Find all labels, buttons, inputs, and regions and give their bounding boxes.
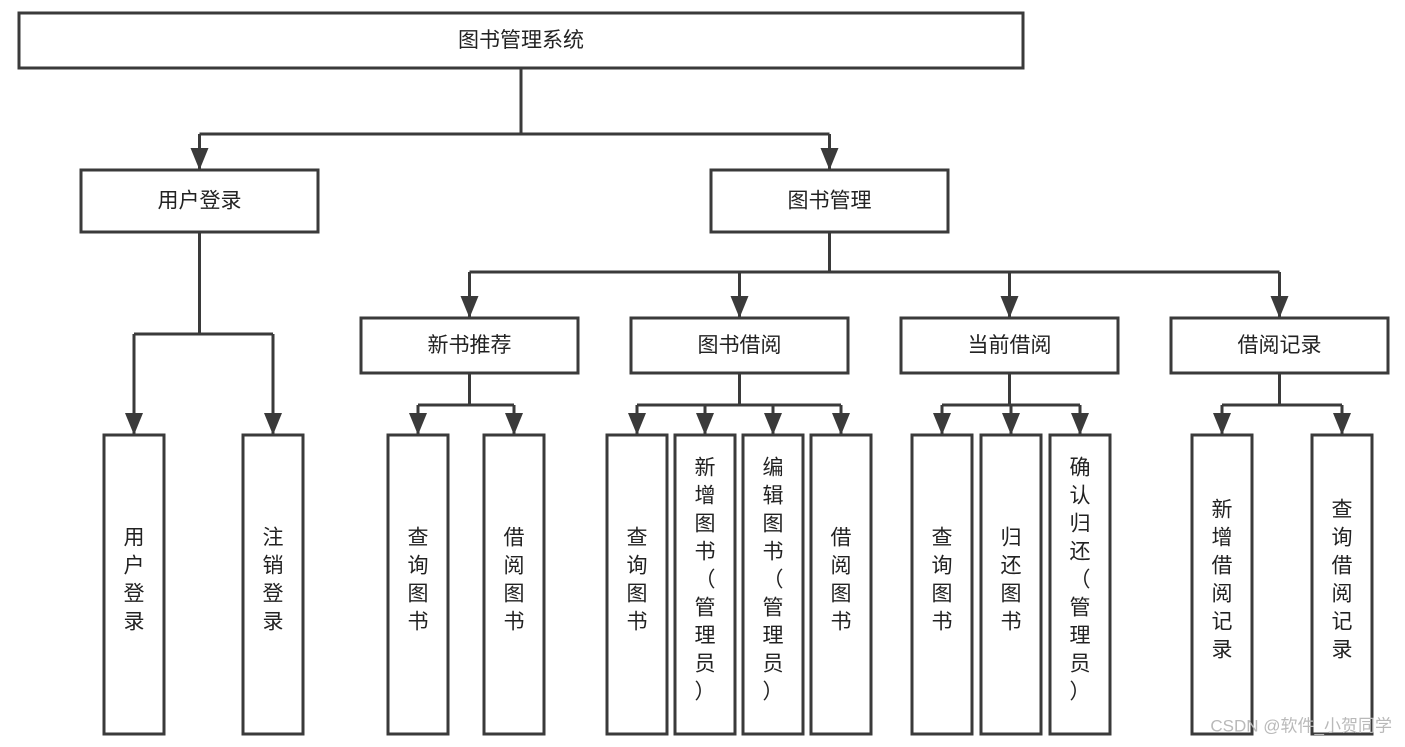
node-label-leaf-add-book-admin: 新增图书（管理员）	[695, 457, 716, 704]
node-leaf-add-book-admin[interactable]: 新增图书（管理员）	[673, 433, 737, 736]
node-box-leaf-borrow-query-book[interactable]	[605, 433, 669, 736]
node-leaf-query-record[interactable]: 查询借阅记录	[1310, 433, 1374, 736]
node-leaf-return-book[interactable]: 归还图书	[979, 433, 1043, 736]
node-label-book-borrow: 图书借阅	[698, 334, 782, 357]
arrow-head-leaf-rec-borrow-book	[505, 413, 523, 435]
node-label-current-borrow: 当前借阅	[968, 334, 1052, 357]
arrow-head-leaf-confirm-return-admin	[1071, 413, 1089, 435]
arrow-head-borrow-record	[1270, 296, 1289, 318]
node-label-leaf-return-book: 归还图书	[1001, 527, 1022, 634]
node-label-root: 图书管理系统	[458, 29, 584, 52]
node-box-book-borrow[interactable]	[629, 316, 850, 375]
node-label-leaf-borrow-book: 借阅图书	[831, 527, 852, 634]
node-box-book-manage[interactable]	[709, 168, 950, 234]
node-current-borrow[interactable]: 当前借阅	[899, 316, 1120, 375]
arrow-head-leaf-logout	[264, 413, 282, 435]
node-box-leaf-rec-query-book[interactable]	[386, 433, 450, 736]
arrow-head-book-manage	[820, 148, 839, 170]
arrow-head-current-borrow	[1000, 296, 1019, 318]
arrow-head-leaf-edit-book-admin	[764, 413, 782, 435]
node-box-borrow-record[interactable]	[1169, 316, 1390, 375]
node-book-manage[interactable]: 图书管理	[709, 168, 950, 234]
connector-layer	[125, 68, 1351, 435]
node-label-leaf-rec-borrow-book: 借阅图书	[504, 527, 525, 634]
arrow-head-leaf-add-record	[1213, 413, 1231, 435]
node-label-borrow-record: 借阅记录	[1238, 334, 1322, 357]
node-label-leaf-query-record: 查询借阅记录	[1332, 499, 1353, 662]
node-label-leaf-borrow-query-book: 查询图书	[627, 527, 648, 634]
node-leaf-add-record[interactable]: 新增借阅记录	[1190, 433, 1254, 736]
arrow-head-book-borrow	[730, 296, 749, 318]
node-leaf-borrow-query-book[interactable]: 查询图书	[605, 433, 669, 736]
node-leaf-borrow-book[interactable]: 借阅图书	[809, 433, 873, 736]
node-box-new-book-rec[interactable]	[359, 316, 580, 375]
node-leaf-rec-borrow-book[interactable]: 借阅图书	[482, 433, 546, 736]
csdn-watermark: CSDN @软件_小贺同学	[1210, 716, 1392, 735]
node-box-root[interactable]	[17, 11, 1025, 70]
node-label-leaf-user-login: 用户登录	[124, 527, 145, 634]
node-leaf-rec-query-book[interactable]: 查询图书	[386, 433, 450, 736]
node-box-leaf-query-record[interactable]	[1310, 433, 1374, 736]
node-user-login[interactable]: 用户登录	[79, 168, 320, 234]
node-root[interactable]: 图书管理系统	[17, 11, 1025, 70]
arrow-head-leaf-cur-query-book	[933, 413, 951, 435]
arrow-head-leaf-query-record	[1333, 413, 1351, 435]
node-label-book-manage: 图书管理	[788, 190, 872, 213]
node-leaf-edit-book-admin[interactable]: 编辑图书（管理员）	[741, 433, 805, 736]
node-leaf-cur-query-book[interactable]: 查询图书	[910, 433, 974, 736]
node-leaf-logout[interactable]: 注销登录	[241, 433, 305, 736]
arrow-head-leaf-borrow-book	[832, 413, 850, 435]
node-box-current-borrow[interactable]	[899, 316, 1120, 375]
node-box-leaf-return-book[interactable]	[979, 433, 1043, 736]
node-box-leaf-cur-query-book[interactable]	[910, 433, 974, 736]
node-label-leaf-logout: 注销登录	[263, 527, 284, 634]
node-label-user-login: 用户登录	[158, 190, 242, 213]
arrow-head-new-book-rec	[460, 296, 479, 318]
node-box-leaf-confirm-return-admin[interactable]	[1048, 433, 1112, 736]
node-label-leaf-edit-book-admin: 编辑图书（管理员）	[763, 457, 784, 704]
node-layer: 图书管理系统用户登录图书管理新书推荐图书借阅当前借阅借阅记录用户登录注销登录查询…	[17, 11, 1390, 736]
node-borrow-record[interactable]: 借阅记录	[1169, 316, 1390, 375]
arrow-head-leaf-return-book	[1002, 413, 1020, 435]
node-new-book-rec[interactable]: 新书推荐	[359, 316, 580, 375]
arrow-head-leaf-rec-query-book	[409, 413, 427, 435]
node-book-borrow[interactable]: 图书借阅	[629, 316, 850, 375]
node-label-leaf-cur-query-book: 查询图书	[932, 527, 953, 634]
node-box-leaf-borrow-book[interactable]	[809, 433, 873, 736]
arrow-head-leaf-borrow-query-book	[628, 413, 646, 435]
node-label-leaf-confirm-return-admin: 确认归还（管理员）	[1070, 457, 1091, 704]
node-leaf-confirm-return-admin[interactable]: 确认归还（管理员）	[1048, 433, 1112, 736]
arrow-head-leaf-add-book-admin	[696, 413, 714, 435]
node-label-leaf-add-record: 新增借阅记录	[1212, 499, 1233, 662]
node-leaf-user-login[interactable]: 用户登录	[102, 433, 166, 736]
arrow-head-user-login	[190, 148, 209, 170]
node-box-leaf-edit-book-admin[interactable]	[741, 433, 805, 736]
node-box-leaf-logout[interactable]	[241, 433, 305, 736]
node-box-leaf-add-book-admin[interactable]	[673, 433, 737, 736]
node-box-leaf-rec-borrow-book[interactable]	[482, 433, 546, 736]
node-box-leaf-user-login[interactable]	[102, 433, 166, 736]
node-box-leaf-add-record[interactable]	[1190, 433, 1254, 736]
node-label-leaf-rec-query-book: 查询图书	[408, 527, 429, 634]
node-box-user-login[interactable]	[79, 168, 320, 234]
arrow-head-leaf-user-login	[125, 413, 143, 435]
node-label-new-book-rec: 新书推荐	[428, 334, 512, 357]
